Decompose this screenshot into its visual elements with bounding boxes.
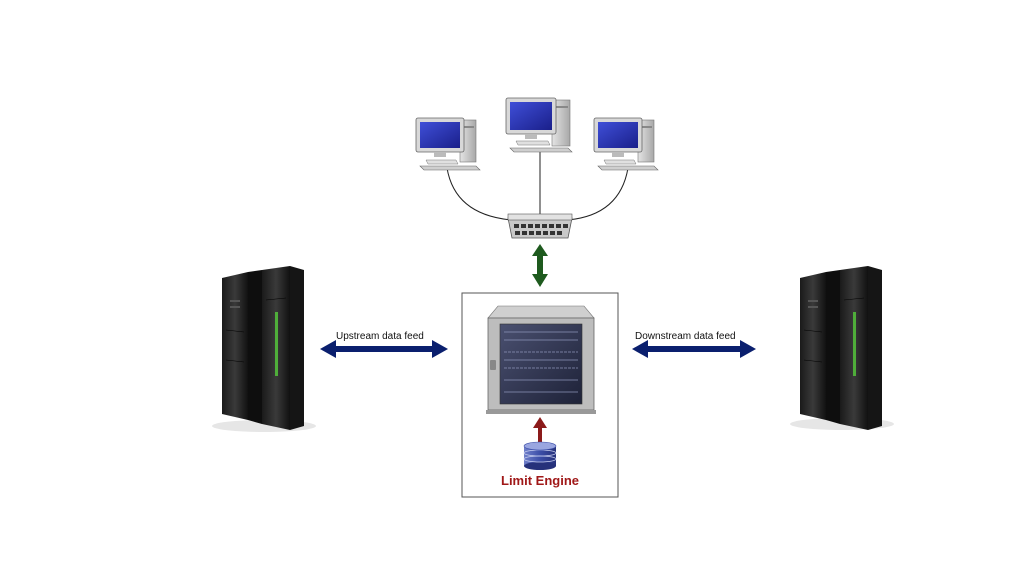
desktop-computer-icon [593, 117, 659, 171]
desktop-computer-icon [415, 117, 481, 171]
limit-engine-title: Limit Engine [501, 473, 579, 488]
upstream-arrow [320, 340, 448, 358]
downstream-label: Downstream data feed [635, 331, 736, 342]
mainframe-server-icon [212, 266, 316, 432]
network-switch-icon [507, 213, 573, 239]
connector-right [567, 167, 629, 221]
database-icon [523, 441, 557, 470]
connector-left [446, 167, 513, 221]
hub-engine-arrow [532, 244, 548, 287]
upstream-label: Upstream data feed [336, 331, 424, 342]
server-rack-icon [486, 305, 596, 414]
workstation-connectors [446, 152, 629, 221]
mainframe-server-icon [790, 266, 894, 430]
downstream-arrow [632, 340, 756, 358]
desktop-computer-icon [505, 97, 573, 153]
db-engine-arrow [533, 417, 547, 444]
